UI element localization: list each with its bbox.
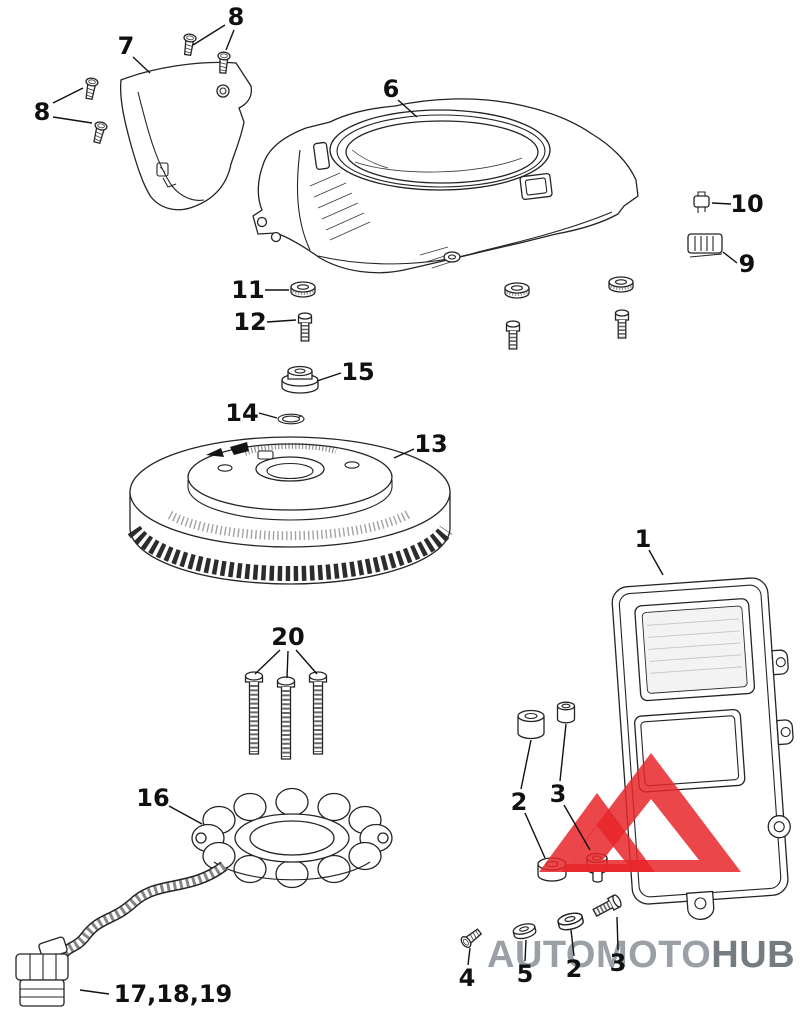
callout-6: 6 <box>382 75 400 103</box>
callout-8-left: 8 <box>33 98 51 126</box>
callout-5: 5 <box>516 960 534 988</box>
part-20-bolts <box>246 672 327 759</box>
grommet-icon <box>607 275 635 294</box>
leader-lines <box>52 24 738 995</box>
part-12-screws <box>299 310 629 349</box>
part-7-bracket <box>119 61 253 211</box>
callout-2-upper: 2 <box>510 788 528 816</box>
grommet-icon <box>503 281 531 300</box>
long-bolt-icon <box>310 672 327 754</box>
callout-10: 10 <box>730 190 764 218</box>
part-16-stator <box>191 787 393 889</box>
part-14-ring <box>277 413 305 425</box>
part-10-clip <box>693 191 710 213</box>
part-1-electrical-module <box>611 577 794 920</box>
callout-17-18-19: 17,18,19 <box>113 980 233 1008</box>
watermark-text: AUTOMOTOHUB <box>487 934 795 976</box>
part-2-3-upper-group <box>517 701 576 740</box>
callout-15: 15 <box>341 358 375 386</box>
screw-icon <box>90 120 109 145</box>
callout-20: 20 <box>271 623 305 651</box>
part-2-washer <box>556 910 586 933</box>
callout-16: 16 <box>136 784 170 812</box>
callout-9: 9 <box>738 250 756 278</box>
long-bolt-icon <box>278 677 295 759</box>
part-15-cap <box>281 365 319 394</box>
part-3-bolt <box>592 894 623 919</box>
callout-3-upper: 3 <box>549 780 567 808</box>
part-17-18-19-connectors <box>15 936 69 1007</box>
callout-12: 12 <box>233 308 267 336</box>
watermark-text-bold: HUB <box>711 934 795 976</box>
part-13-flywheel <box>127 436 453 585</box>
part-2-spacer <box>517 709 545 740</box>
watermark-logo <box>539 753 741 872</box>
callout-13: 13 <box>414 430 448 458</box>
part-11-grommets <box>289 275 635 300</box>
callout-14: 14 <box>225 399 259 427</box>
bolt-icon <box>299 313 312 341</box>
callout-11: 11 <box>231 276 265 304</box>
long-bolt-icon <box>246 672 263 754</box>
part-3-bushing <box>556 701 576 724</box>
part-6-flywheel-cover <box>252 98 639 274</box>
logo-triangle-small <box>539 793 655 872</box>
screw-icon <box>82 76 100 101</box>
callout-2-lower: 2 <box>565 955 583 983</box>
grommet-icon <box>289 280 317 299</box>
callout-8-top: 8 <box>227 3 245 31</box>
part-9-block <box>687 233 723 258</box>
bolt-icon <box>507 321 520 349</box>
callout-3-lower: 3 <box>609 949 627 977</box>
bolt-icon <box>616 310 629 338</box>
callout-1: 1 <box>634 525 652 553</box>
callout-7: 7 <box>117 32 135 60</box>
part-4-screw <box>458 926 484 950</box>
wire-harness <box>57 861 228 960</box>
watermark-text-regular: AUTOMOTO <box>487 934 711 976</box>
logo-triangle-large <box>561 753 741 872</box>
callout-4: 4 <box>458 964 476 992</box>
